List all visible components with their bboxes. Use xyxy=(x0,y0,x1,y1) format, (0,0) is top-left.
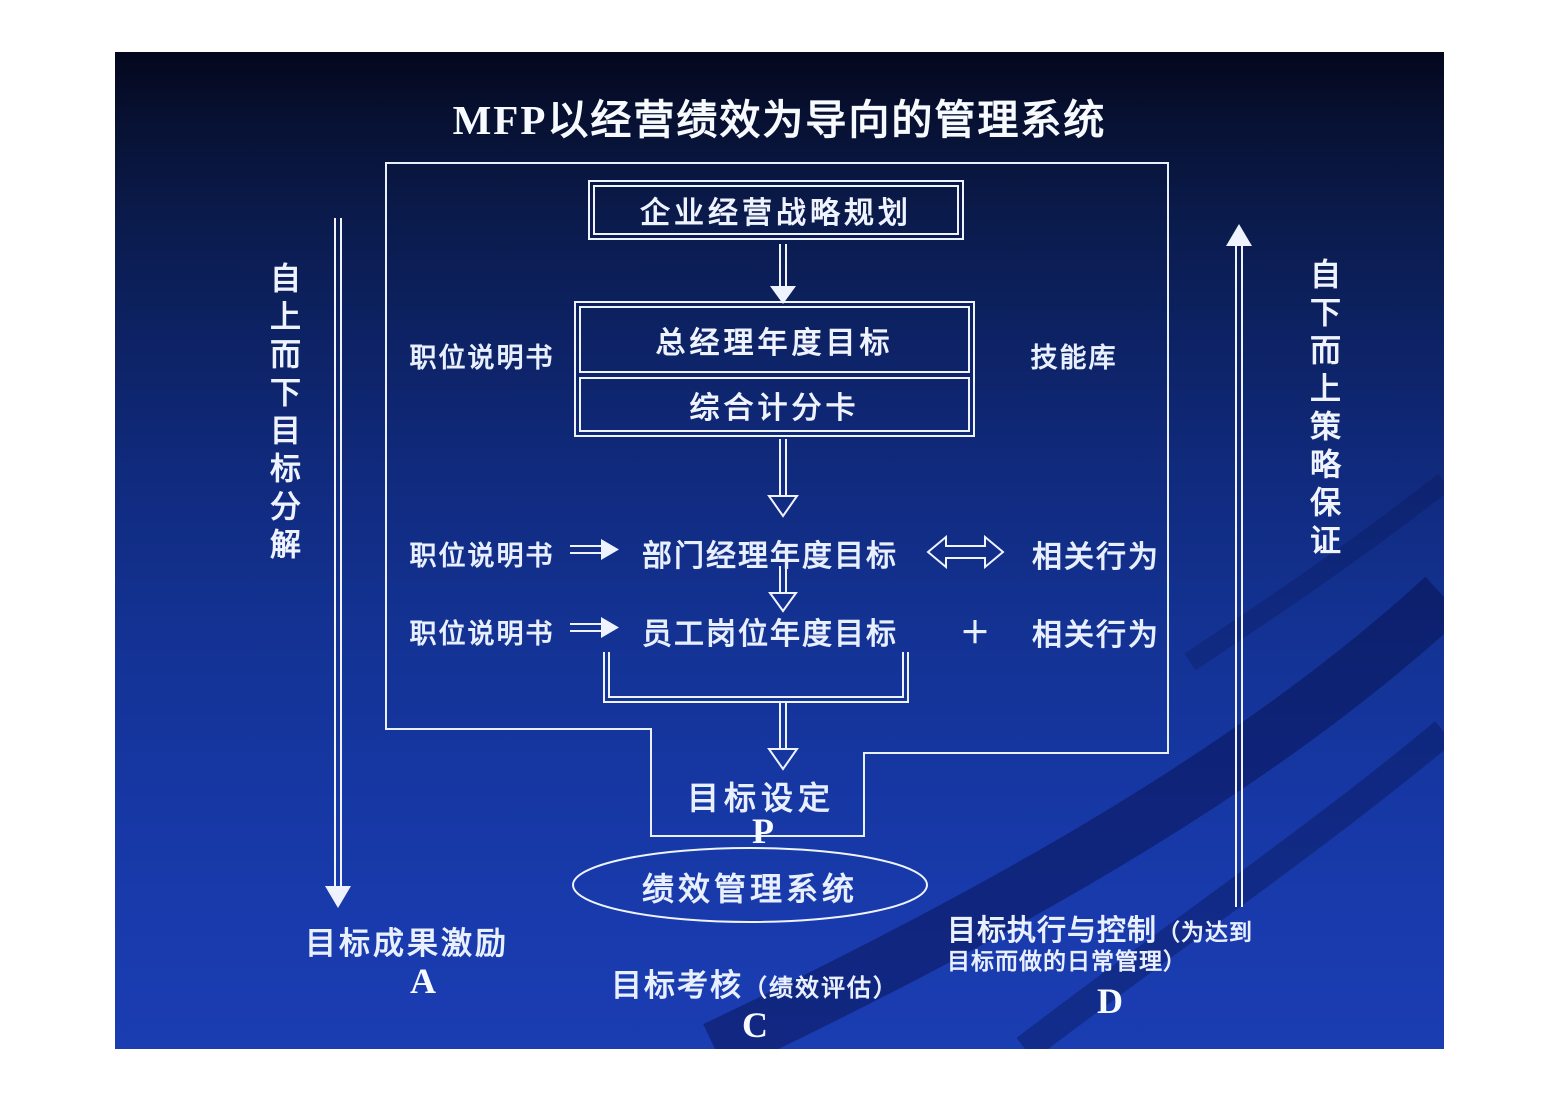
execution-main-text: 目标执行与控制 xyxy=(947,915,1158,947)
strategy-box-label: 企业经营战略规划 xyxy=(593,185,959,235)
execution-line2: 目标而做的日常管理） xyxy=(947,949,1187,975)
performance-system-ellipse xyxy=(572,847,928,923)
collector-bracket xyxy=(603,652,909,703)
background-swirl-icon-3 xyxy=(1184,474,1444,671)
assessment-main-text: 目标考核 xyxy=(611,968,743,1003)
letter-p: P xyxy=(752,811,774,851)
left-long-down-arrow-icon xyxy=(325,218,351,908)
row2-employee-goal-label: 员工岗位年度目标 xyxy=(642,618,898,651)
skill-library-label: 技能库 xyxy=(1030,343,1118,373)
row1-related-behavior-label: 相关行为 xyxy=(1032,541,1160,574)
strategy-box: 企业经营战略规划 xyxy=(588,180,964,240)
assessment-paren-text: （绩效评估） xyxy=(743,976,899,1002)
right-arrow-row1-icon xyxy=(570,539,619,560)
slide: MFP以经营绩效为导向的管理系统 企业经营战略规划 总经理年度目标 综合计分卡 … xyxy=(115,52,1444,1049)
incentive-label: 目标成果激励 xyxy=(305,926,509,961)
gm-goal-box-group: 总经理年度目标 综合计分卡 xyxy=(574,301,975,437)
down-arrow-dept-to-employee-icon xyxy=(768,566,798,613)
down-arrow-gm-to-dept-icon xyxy=(767,439,799,518)
execution-paren-text: （为达到 xyxy=(1157,920,1254,945)
job-description-label-top: 职位说明书 xyxy=(409,343,555,373)
performance-system-label: 绩效管理系统 xyxy=(641,871,858,907)
right-arrow-row2-icon xyxy=(570,617,619,638)
letter-d: D xyxy=(1097,981,1123,1021)
plus-sign: ＋ xyxy=(960,617,992,650)
outer-frame xyxy=(385,162,1169,837)
execution-line1: 目标执行与控制（为达到 xyxy=(947,914,1417,948)
letter-a: A xyxy=(410,961,436,1001)
scorecard-box-label: 综合计分卡 xyxy=(579,377,970,432)
gm-goal-box-label: 总经理年度目标 xyxy=(579,306,970,374)
right-long-up-arrow-icon xyxy=(1226,224,1252,907)
execution-label: 目标执行与控制（为达到 目标而做的日常管理） xyxy=(947,914,1417,975)
row2-related-behavior-label: 相关行为 xyxy=(1032,619,1160,652)
down-arrow-to-goal-setting-icon xyxy=(767,702,799,771)
connector-lines xyxy=(325,162,1444,1049)
background-swirl-icon xyxy=(703,576,1444,1049)
assessment-label: 目标考核（绩效评估） xyxy=(555,960,955,1005)
row1-dept-goal-label: 部门经理年度目标 xyxy=(642,540,898,573)
left-axis-label: 自上而下目标分解 xyxy=(265,262,300,566)
slide-title: MFP以经营绩效为导向的管理系统 xyxy=(452,97,1107,143)
right-axis-label: 自下而上策略保证 xyxy=(1305,258,1340,562)
goal-setting-label: 目标设定 xyxy=(686,780,835,816)
down-arrow-strategy-to-gm-icon xyxy=(770,244,796,304)
letter-c: C xyxy=(742,1005,768,1045)
row1-job-description-label: 职位说明书 xyxy=(409,541,555,571)
double-headed-arrow-icon xyxy=(926,534,1005,570)
row2-job-description-label: 职位说明书 xyxy=(409,619,555,649)
